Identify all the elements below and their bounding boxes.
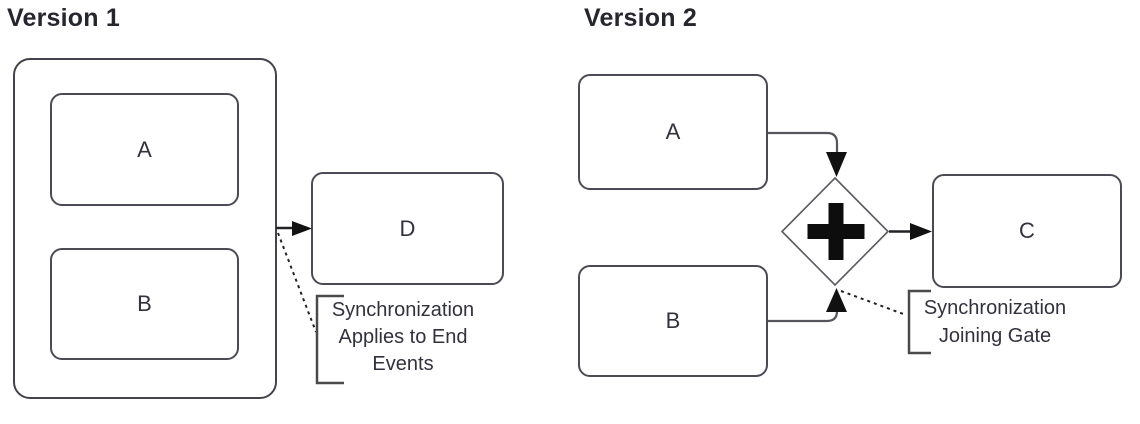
task-label: B bbox=[137, 291, 152, 316]
task-node-b-v1: B bbox=[50, 248, 239, 360]
arrowhead-icon bbox=[826, 288, 847, 312]
task-node-c: C bbox=[932, 174, 1122, 288]
task-label: D bbox=[399, 215, 416, 241]
sequence-flow-line-b-to-gateway bbox=[768, 310, 839, 323]
parallel-gateway-diamond bbox=[780, 176, 890, 287]
dashed-association-line-v2 bbox=[840, 290, 907, 316]
task-node-a-v1: A bbox=[50, 93, 239, 206]
annotation-text-v2: Synchronization Joining Gate bbox=[923, 297, 1067, 347]
plus-horizontal-bar bbox=[807, 224, 865, 239]
plus-icon bbox=[807, 203, 865, 260]
task-node-a-v2: A bbox=[578, 74, 768, 190]
task-label: B bbox=[665, 308, 681, 333]
plus-vertical-bar bbox=[828, 203, 844, 260]
version2-title: Version 2 bbox=[584, 4, 697, 32]
version1-title: Version 1 bbox=[7, 4, 120, 32]
arrowhead-icon bbox=[292, 221, 312, 236]
task-label: C bbox=[1019, 218, 1035, 243]
arrowhead-icon bbox=[826, 152, 847, 177]
task-node-d: D bbox=[311, 172, 504, 285]
arrowhead-icon bbox=[910, 223, 932, 240]
annotation-text-v1: Synchronization Applies to End Events bbox=[331, 299, 475, 375]
task-label: A bbox=[665, 119, 681, 144]
task-node-b-v2: B bbox=[578, 265, 768, 377]
task-label: A bbox=[137, 136, 152, 162]
sequence-flow-line-a-to-gateway bbox=[768, 131, 839, 154]
